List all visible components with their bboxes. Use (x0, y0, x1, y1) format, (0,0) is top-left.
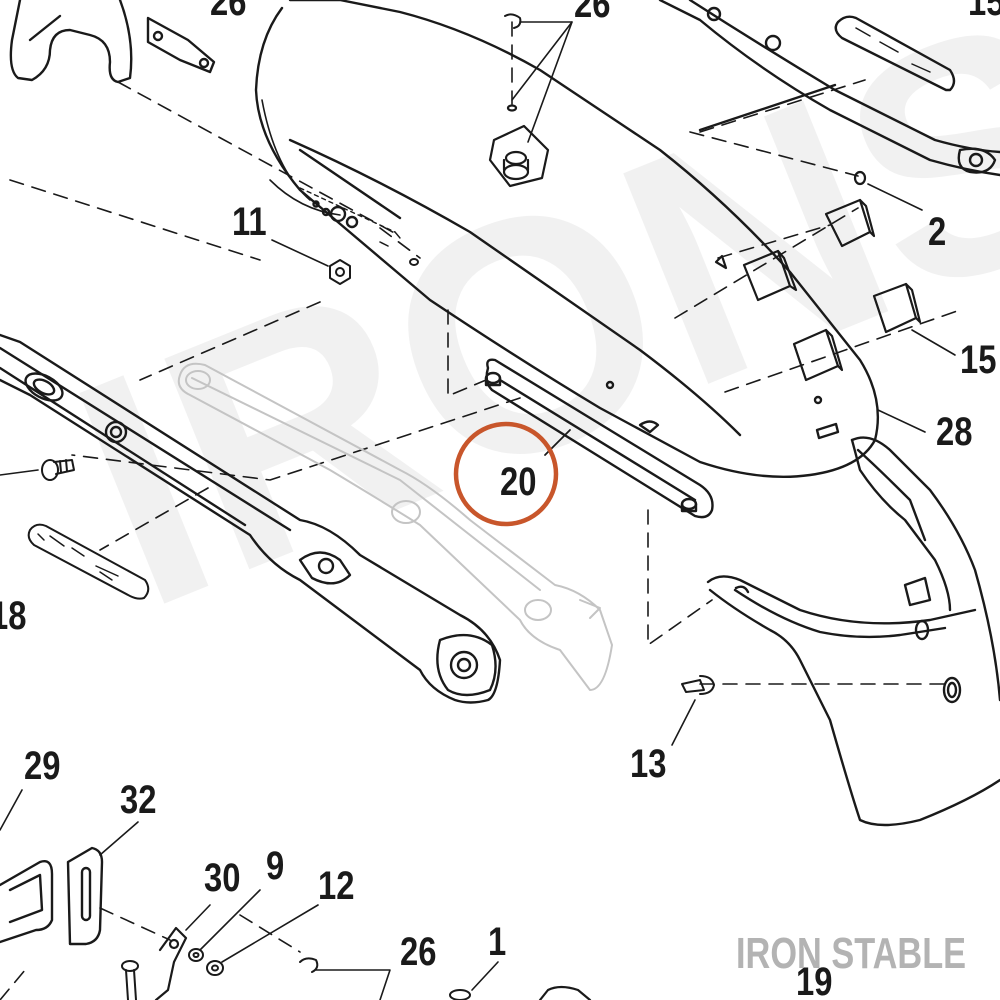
bracket-30-part (154, 904, 211, 1000)
callout-15: 15 (960, 338, 997, 382)
brand-watermark: IRON STABLE (736, 929, 967, 978)
callout-29: 29 (24, 744, 61, 788)
clip-bottom (299, 957, 391, 1000)
plate-32-part (66, 821, 139, 946)
clip-top (504, 13, 522, 29)
bolt-left (0, 459, 75, 481)
nut-11-part (271, 239, 419, 285)
callout-12: 12 (318, 864, 355, 908)
nut-plate-top (488, 104, 550, 188)
part-bottom-right (538, 985, 592, 1000)
callout-11: 11 (232, 200, 267, 244)
callout-18: 18 (0, 594, 27, 638)
callout-26-top-left: 26 (210, 0, 247, 24)
rear-splash-guard-part (706, 436, 1000, 827)
callout-20: 20 (500, 460, 537, 504)
assembly-guide-lines (0, 21, 961, 1000)
fender-strut-part (484, 358, 714, 519)
nut-12-part (206, 904, 319, 976)
screw-bottom (121, 960, 139, 1000)
callout-9: 9 (266, 844, 285, 888)
callout-19: 19 (796, 960, 833, 1000)
callout-13: 13 (630, 742, 667, 786)
callout-30: 30 (204, 856, 241, 900)
bracket-29-part (0, 789, 54, 944)
part-1 (449, 961, 499, 1000)
callout-26-top: 26 (574, 0, 611, 26)
decal-left-part (27, 523, 150, 600)
support-rail-top-right (658, 0, 1000, 177)
callout-2: 2 (928, 210, 947, 254)
callout-leader-26-top (519, 21, 573, 143)
rear-fender-part (254, 0, 880, 479)
ghost-swingarm (177, 362, 613, 691)
callout-1: 1 (488, 920, 507, 964)
swingarm-guard-part (0, 333, 502, 704)
rivet-13-part (671, 675, 715, 746)
callout-26-bottom: 26 (400, 930, 437, 974)
mount-bracket-top-left (9, 0, 216, 84)
callout-28: 28 (936, 410, 973, 454)
callout-32: 32 (120, 778, 157, 822)
callout-highlight-ring (453, 421, 559, 527)
washer-9-part (188, 889, 261, 962)
pads-15-part (714, 170, 956, 433)
callout-15-top-right: 15 (968, 0, 1000, 24)
